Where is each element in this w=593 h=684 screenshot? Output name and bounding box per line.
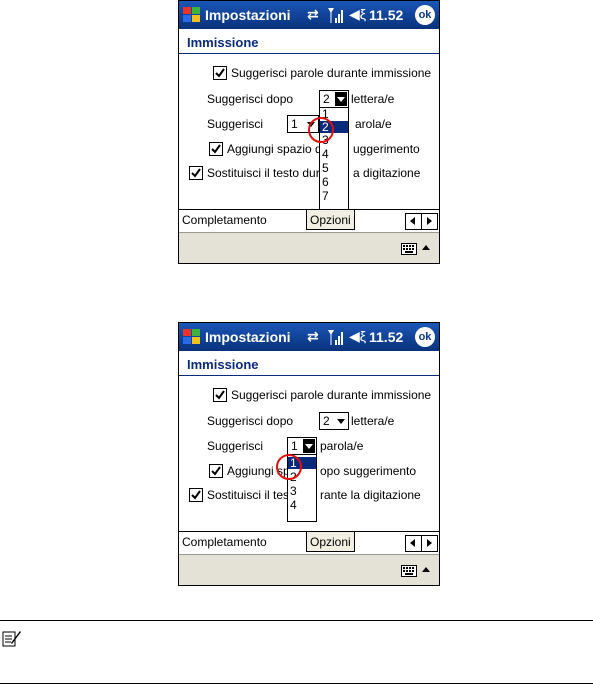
checkmark-icon — [211, 144, 221, 154]
settings-content: Suggerisci parole durante immissione Sug… — [179, 54, 439, 217]
chevron-up-icon[interactable] — [421, 565, 431, 575]
pocketpc-screen-1: Impostazioni ⇄ ◀ξ 11.52 ok Immissione Su… — [178, 0, 440, 264]
volume-icon[interactable]: ◀ξ — [349, 6, 367, 22]
tab-bar: Completamento parola Opzioni — [179, 531, 439, 569]
suggest-words-checkbox[interactable] — [213, 388, 227, 402]
windows-start-icon[interactable] — [182, 5, 202, 25]
checkmark-icon — [191, 490, 201, 500]
ok-button[interactable]: ok — [415, 5, 435, 25]
pocketpc-screen-2: Impostazioni ⇄ ◀ξ 11.52 ok Immissione Su… — [178, 322, 440, 586]
dropdown-option[interactable]: 5 — [322, 161, 329, 175]
replace-text-label: Sostituisci il testo dur — [207, 166, 320, 180]
add-space-label-tail: opo suggerimento — [320, 464, 417, 478]
tap-highlight-circle — [308, 117, 334, 143]
suggest-after-select[interactable]: 2 — [319, 90, 349, 108]
tap-highlight-circle — [276, 454, 302, 480]
section-header: Immissione — [179, 29, 439, 54]
suggest-after-label: Suggerisci dopo — [207, 414, 294, 428]
chevron-down-icon[interactable] — [303, 439, 315, 453]
tab-scroll-right-button[interactable] — [421, 213, 438, 230]
suggest-after-label: Suggerisci dopo — [207, 92, 294, 106]
checkmark-icon — [215, 390, 225, 400]
clock[interactable]: 11.52 — [369, 7, 404, 23]
checkmark-icon — [211, 466, 221, 476]
menu-bar — [179, 232, 439, 263]
signal-icon[interactable] — [327, 6, 343, 24]
dropdown-option[interactable]: 6 — [322, 175, 329, 189]
tab-scroll-left-button[interactable] — [405, 213, 422, 230]
arrow-left-icon — [410, 217, 415, 225]
replace-text-label: Sostituisci il tes — [207, 488, 290, 502]
keyboard-icon[interactable] — [401, 243, 417, 255]
checkmark-icon — [215, 68, 225, 78]
suggest-after-value: 2 — [323, 92, 330, 106]
keyboard-icon[interactable] — [401, 565, 417, 577]
suggest-count-value: 1 — [291, 117, 298, 131]
tab-word-completion[interactable]: Completamento parola — [179, 532, 307, 569]
title-bar: Impostazioni ⇄ ◀ξ 11.52 ok — [179, 1, 439, 29]
suggest-words-checkbox[interactable] — [213, 66, 227, 80]
volume-icon[interactable]: ◀ξ — [349, 328, 367, 344]
window-title: Impostazioni — [205, 329, 291, 345]
add-space-checkbox[interactable] — [209, 142, 223, 156]
menu-bar — [179, 554, 439, 585]
suggest-label: Suggerisci — [207, 439, 264, 453]
ok-button[interactable]: ok — [415, 327, 435, 347]
checkmark-icon — [191, 168, 201, 178]
chevron-down-icon[interactable] — [335, 92, 347, 106]
note-top-rule — [0, 620, 593, 621]
dropdown-option[interactable]: 3 — [290, 484, 297, 498]
clock[interactable]: 11.52 — [369, 329, 404, 345]
suggest-count-value: 1 — [291, 439, 298, 453]
window-title: Impostazioni — [205, 7, 291, 23]
signal-icon[interactable] — [327, 328, 343, 346]
tab-options[interactable]: Opzioni — [307, 532, 355, 552]
arrow-left-icon — [410, 539, 415, 547]
add-space-label: Aggiungi spazio d — [227, 142, 322, 156]
replace-text-label-tail: a digitazione — [353, 166, 421, 180]
dropdown-option[interactable]: 1 — [322, 107, 329, 121]
words-label: arola/e — [355, 117, 392, 131]
arrow-right-icon — [427, 539, 432, 547]
words-label: parola/e — [320, 439, 364, 453]
arrow-right-icon — [427, 217, 432, 225]
dropdown-option[interactable]: 4 — [290, 498, 297, 512]
dropdown-option[interactable]: 7 — [322, 189, 329, 203]
replace-text-checkbox[interactable] — [189, 166, 203, 180]
tab-scroll-left-button[interactable] — [405, 535, 422, 552]
title-bar: Impostazioni ⇄ ◀ξ 11.52 ok — [179, 323, 439, 351]
settings-content: Suggerisci parole durante immissione Sug… — [179, 376, 439, 531]
suggest-count-select[interactable]: 1 — [287, 437, 317, 455]
connectivity-icon[interactable]: ⇄ — [307, 328, 319, 344]
tab-scroll-right-button[interactable] — [421, 535, 438, 552]
chevron-up-icon[interactable] — [421, 243, 431, 253]
suggest-words-label: Suggerisci parole durante immissione — [231, 388, 432, 402]
suggest-words-label: Suggerisci parole durante immissione — [231, 66, 432, 80]
tab-options[interactable]: Opzioni — [307, 210, 355, 230]
suggest-after-value: 2 — [323, 414, 330, 428]
windows-start-icon[interactable] — [182, 327, 202, 347]
add-space-label: Aggiungi sp — [227, 464, 290, 478]
replace-text-label-tail: rante la digitazione — [320, 488, 421, 502]
replace-text-checkbox[interactable] — [189, 488, 203, 502]
add-space-checkbox[interactable] — [209, 464, 223, 478]
section-title: Immissione — [187, 35, 259, 50]
suggest-label: Suggerisci — [207, 117, 264, 131]
note-pencil-icon — [2, 631, 21, 647]
dropdown-option[interactable]: 4 — [322, 147, 329, 161]
tab-bar: Completamento parola Opzioni — [179, 209, 439, 247]
add-space-label-tail: uggerimento — [353, 142, 420, 156]
letters-label: lettera/e — [351, 92, 395, 106]
suggest-after-select[interactable]: 2 — [319, 412, 349, 430]
chevron-down-icon[interactable] — [335, 414, 347, 428]
tab-word-completion[interactable]: Completamento parola — [179, 210, 307, 247]
section-header: Immissione — [179, 351, 439, 376]
connectivity-icon[interactable]: ⇄ — [307, 6, 319, 22]
letters-label: lettera/e — [351, 414, 395, 428]
section-title: Immissione — [187, 357, 259, 372]
